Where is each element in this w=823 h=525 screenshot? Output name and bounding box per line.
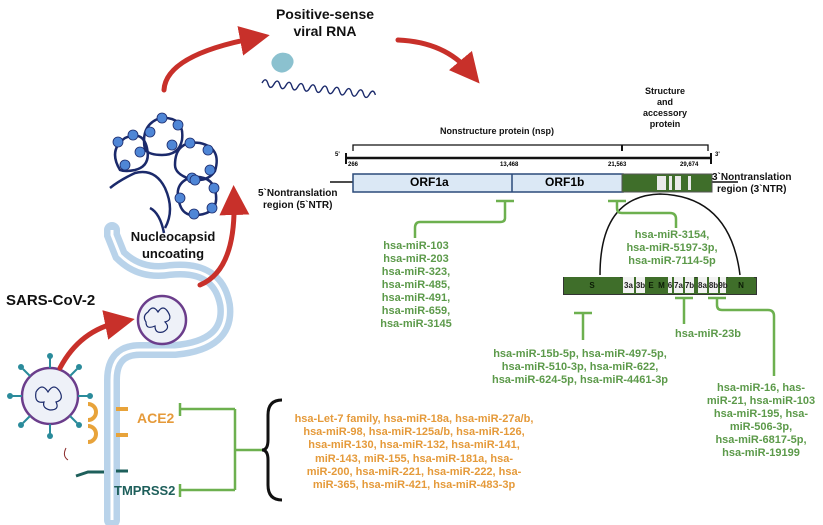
position-21563: 21,563 [608, 162, 627, 168]
mirna-item: hsa-miR-15b-5p, hsa-miR-497-5p, [493, 348, 667, 360]
mirna-item: hsa-miR-491, [381, 291, 451, 304]
nucleocapsid-line2: uncoating [141, 246, 205, 261]
positive-sense-line1: Positive-sense [275, 6, 375, 22]
mirna-list-orf8b: hsa-miR-23b [668, 328, 748, 341]
gene-6: 6 [667, 277, 673, 293]
zoom-arc [599, 193, 741, 276]
positive-sense-line2: viral RNA [293, 23, 357, 39]
mirna-item: hsa-miR-3154, [634, 229, 710, 241]
mirna-item: hsa-miR-130, hsa-miR-132, hsa-miR-141, [308, 439, 520, 452]
mirna-list-orf1b: hsa-miR-3154, hsa-miR-5197-3p, hsa-miR-7… [612, 229, 732, 268]
structural-segment [621, 173, 713, 193]
positive-sense-label: Positive-sense viral RNA [250, 6, 400, 40]
position-29674: 29,674 [680, 162, 699, 168]
ntr5-line1: 5`Nontranslation [258, 188, 338, 199]
mirna-item: miR-506-3p, [729, 420, 793, 433]
mirna-list-orf1a: hsa-miR-103 hsa-miR-203 hsa-miR-323, hsa… [366, 240, 466, 331]
gene-n: N [728, 277, 754, 293]
mirna-item: hsa-miR-16, has- [716, 382, 806, 394]
gene-s: S [564, 277, 620, 293]
mirna-item: hsa-miR-203 [383, 252, 449, 265]
nucleocapsid-line1: Nucleocapsid [130, 229, 216, 244]
structure-label: Structure and accessory protein [630, 86, 700, 130]
ace2-label: ACE2 [137, 410, 175, 426]
small-arrow-icon [63, 447, 69, 461]
translation-arrow-icon [395, 37, 480, 84]
ntr3-label: 3`Nontranslation region (3`NTR) [712, 172, 791, 196]
entry-arrow-icon [57, 310, 135, 371]
gene-3a: 3a [622, 277, 635, 293]
nucleocapsid-icon [109, 112, 220, 234]
mirna-item: miR-365, hsa-miR-421, hsa-miR-483-3p [312, 478, 516, 491]
mirna-item: miR-200, hsa-miR-221, hsa-miR-222, hsa- [306, 465, 522, 478]
viral-rna-icon [261, 52, 377, 99]
mirna-item: hsa-miR-6817-5p, [715, 433, 807, 446]
mirna-item: hsa-miR-323, [381, 265, 451, 278]
gene-9b: 9b [718, 277, 728, 293]
inhibition-lines [178, 199, 776, 497]
cell-membrane [104, 222, 234, 525]
flow-arrows [57, 26, 480, 371]
position-13468: 13,468 [500, 162, 519, 168]
structure-line3: accessory [642, 108, 688, 118]
ntr5-label: 5`Nontranslation region (5`NTR) [258, 188, 337, 212]
mirna-item: hsa-Let-7 family, hsa-miR-18a, hsa-miR-2… [294, 413, 534, 425]
genome-bar [330, 173, 738, 193]
mirna-item: hsa-miR-485, [381, 278, 451, 291]
mirna-list-n-gene: hsa-miR-16, has- miR-21, hsa-miR-103 hsa… [702, 382, 820, 460]
tmprss2-label: TMPRSS2 [114, 483, 176, 498]
gene-7a: 7a [673, 277, 684, 293]
position-266: 266 [348, 162, 359, 168]
mirna-item: hsa-miR-195, hsa- [713, 407, 809, 420]
sars-cov-2-virus-icon [7, 353, 93, 439]
ntr3-line1: 3`Nontranslation [712, 172, 792, 183]
mirna-item: miR-21, hsa-miR-103 [706, 394, 816, 407]
mirna-item: miR-143, miR-155, hsa-miR-181a, hsa- [314, 452, 514, 465]
mirna-item: hsa-miR-624-5p, hsa-miR-4461-3p [491, 373, 669, 386]
mirna-list-host: hsa-Let-7 family, hsa-miR-18a, hsa-miR-2… [284, 413, 544, 492]
mirna-item: hsa-miR-510-3p, hsa-miR-622, [501, 360, 659, 373]
structure-line4: protein [649, 119, 681, 129]
gene-m: M [656, 277, 667, 293]
gene-8b: 8b [708, 277, 719, 293]
orf1b-label: ORF1b [545, 175, 585, 189]
brace-icon [261, 398, 283, 502]
ace2-receptor-icon [87, 402, 128, 444]
ntr5-line2: region (5`NTR) [263, 200, 333, 211]
gene-e: E [646, 277, 656, 293]
uncoating-arrow-icon [197, 185, 250, 288]
mirna-item: hsa-miR-98, hsa-miR-125a/b, hsa-miR-126, [303, 426, 525, 439]
mirna-item: hsa-miR-7114-5p [628, 254, 716, 267]
gene-7b: 7b [684, 277, 695, 293]
endosome-virus-icon [136, 294, 188, 346]
mirna-item: hsa-miR-103 [383, 240, 449, 252]
gene-8a: 8a [697, 277, 708, 293]
mirna-item: hsa-miR-5197-3p, [626, 241, 718, 254]
mirna-item: hsa-miR-23b [674, 328, 742, 340]
structure-line1: Structure [644, 86, 685, 96]
five-prime-label: 5' [335, 152, 340, 158]
three-prime-label: 3' [715, 152, 720, 158]
ntr3-line2: region (3`NTR) [717, 184, 787, 195]
genome-ruler [345, 144, 712, 164]
mirna-item: hsa-miR-659, [381, 304, 451, 317]
mirna-item: hsa-miR-19199 [722, 446, 800, 459]
nucleocapsid-label: Nucleocapsid uncoating [118, 228, 228, 262]
sars-cov-2-label: SARS-CoV-2 [6, 292, 96, 309]
structure-line2: and [656, 97, 673, 107]
rna-arrow-icon [161, 26, 270, 93]
orf1a-label: ORF1a [410, 175, 449, 189]
nsp-label: Nonstructure protein (nsp) [440, 126, 554, 136]
mirna-list-spike: hsa-miR-15b-5p, hsa-miR-497-5p, hsa-miR-… [460, 348, 700, 387]
mirna-item: hsa-miR-3145 [380, 317, 452, 330]
tmprss2-protein-icon [75, 469, 128, 478]
gene-3b: 3b [635, 277, 646, 293]
